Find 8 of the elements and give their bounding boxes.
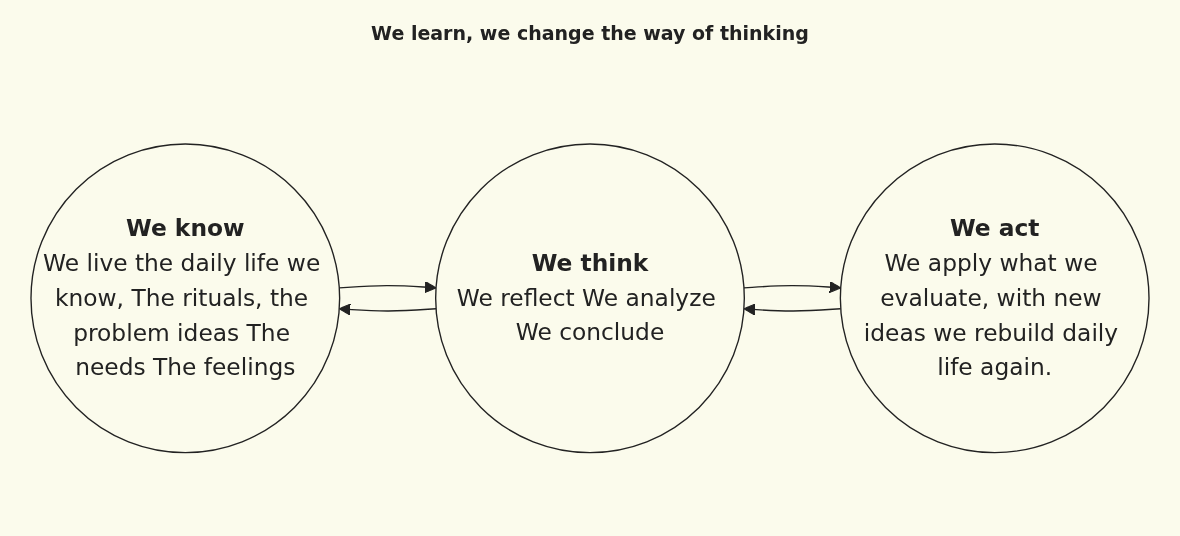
- arrow: [743, 280, 842, 293]
- node-circle: We think We reflect We analyze We conclude: [435, 142, 745, 453]
- node-circle: We know We live the daily life we know, The rituals, the problem ideas The needs The feelings: [30, 142, 341, 453]
- arrow: [338, 303, 437, 316]
- diagram-title: We learn, we change the way of thinking: [371, 22, 809, 44]
- arrow: [743, 303, 842, 316]
- arrow: [338, 280, 437, 293]
- node-circle: We act We apply what we evaluate, with new ideas we rebuild daily life again.: [839, 142, 1150, 453]
